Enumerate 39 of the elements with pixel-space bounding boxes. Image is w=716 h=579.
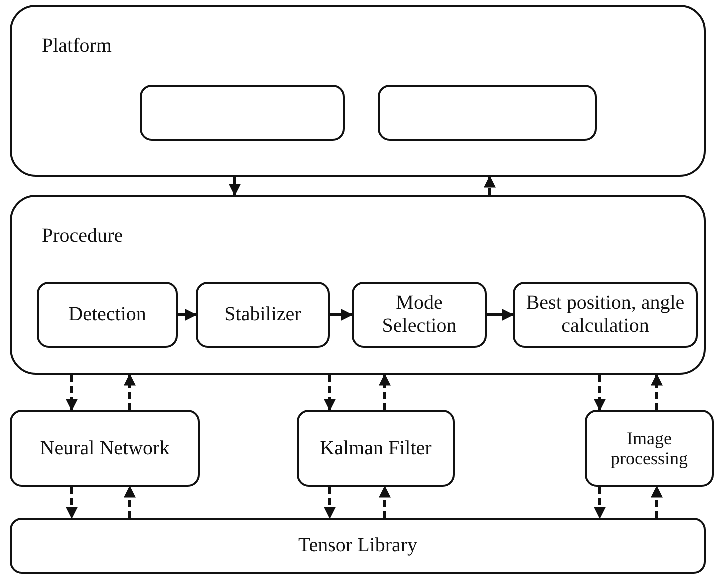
arrow [330,309,354,321]
arrow [651,374,663,410]
box-label: Image processing [610,428,689,470]
group-title: Procedure [42,225,124,248]
container-box [10,195,706,375]
box-label: Best position, angle calculation [525,292,686,338]
box-label: Detection [68,304,148,326]
arrow [594,487,606,520]
box-label: Kalman Filter [319,437,433,460]
arrow [324,375,336,412]
empty-box [140,85,345,141]
box-label: Tensor Library [297,534,419,558]
process-box [585,410,714,487]
arrow [124,374,136,410]
arrow [594,375,606,412]
arrow [229,177,241,196]
container-box [10,5,706,177]
process-box [352,282,487,348]
arrow [379,374,391,410]
arrow [379,486,391,518]
empty-box [378,85,597,141]
arrow [651,486,663,518]
arrow [124,486,136,518]
process-box [297,410,455,487]
arrow [487,309,514,321]
group-title: Platform [42,35,112,58]
arrow [324,487,336,520]
process-box [10,410,200,487]
box-label: Mode Selection [381,292,458,338]
arrow [178,309,198,321]
process-box [37,282,178,348]
arrow [66,375,78,412]
process-box [513,282,698,348]
process-box [196,282,330,348]
arrow [66,487,78,520]
arrow [484,176,496,195]
process-box [10,518,706,574]
box-label: Neural Network [39,437,171,460]
box-label: Stabilizer [224,304,302,326]
